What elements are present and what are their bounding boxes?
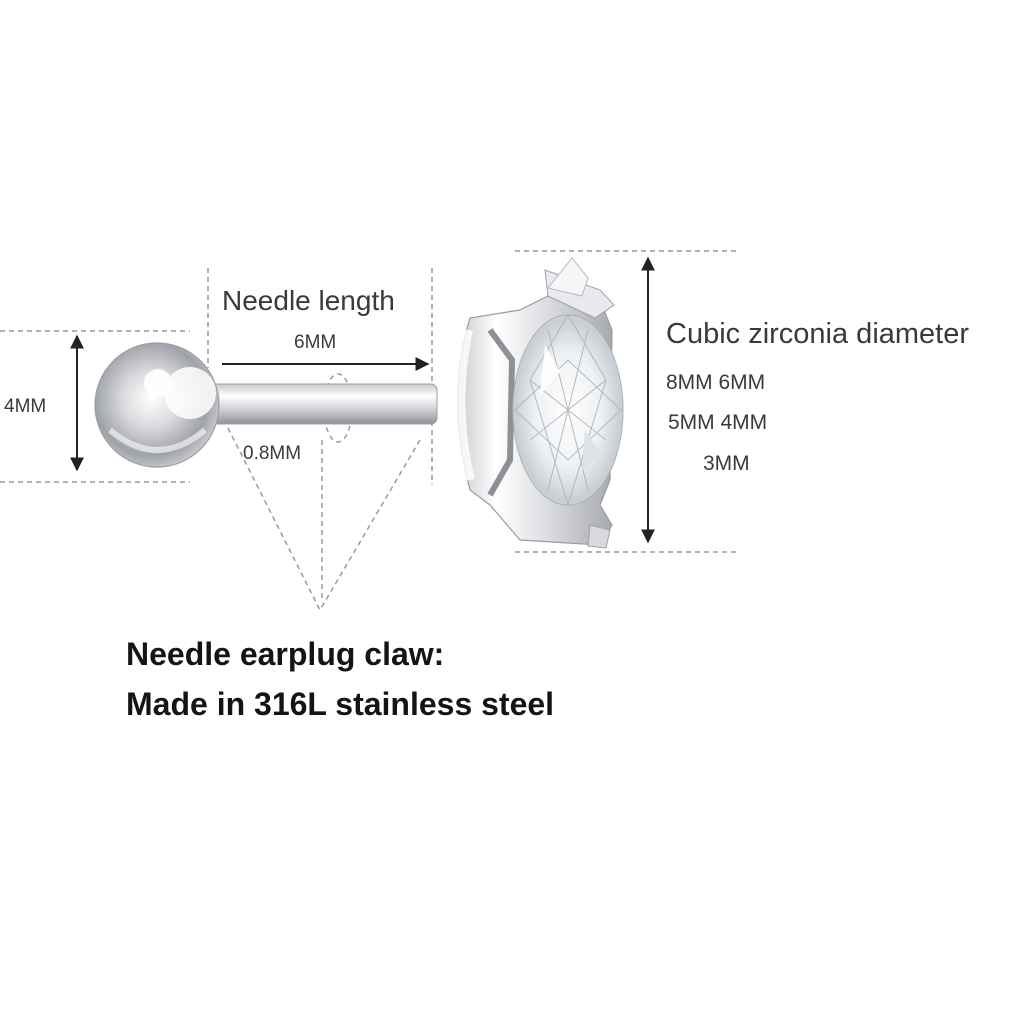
caption-line-1: Needle earplug claw: (126, 636, 445, 672)
zirconia-size-row-3: 3MM (703, 452, 750, 475)
needle-thickness-value: 0.8MM (243, 443, 302, 464)
caption-line-2: Made in 316L stainless steel (126, 686, 555, 722)
needle-length-value: 6MM (294, 332, 337, 353)
needle-length-title: Needle length (222, 285, 395, 316)
zirconia-crystal (512, 314, 624, 507)
zirconia-diameter-title: Cubic zirconia diameter (666, 318, 970, 350)
ball-size-label: 4MM (4, 396, 47, 417)
dimension-arrows (70, 256, 655, 544)
zirconia-size-row-1: 8MM 6MM (666, 371, 766, 394)
ball-end (94, 342, 220, 468)
zirconia-size-row-2: 5MM 4MM (668, 411, 768, 434)
needle-bar (204, 383, 438, 425)
